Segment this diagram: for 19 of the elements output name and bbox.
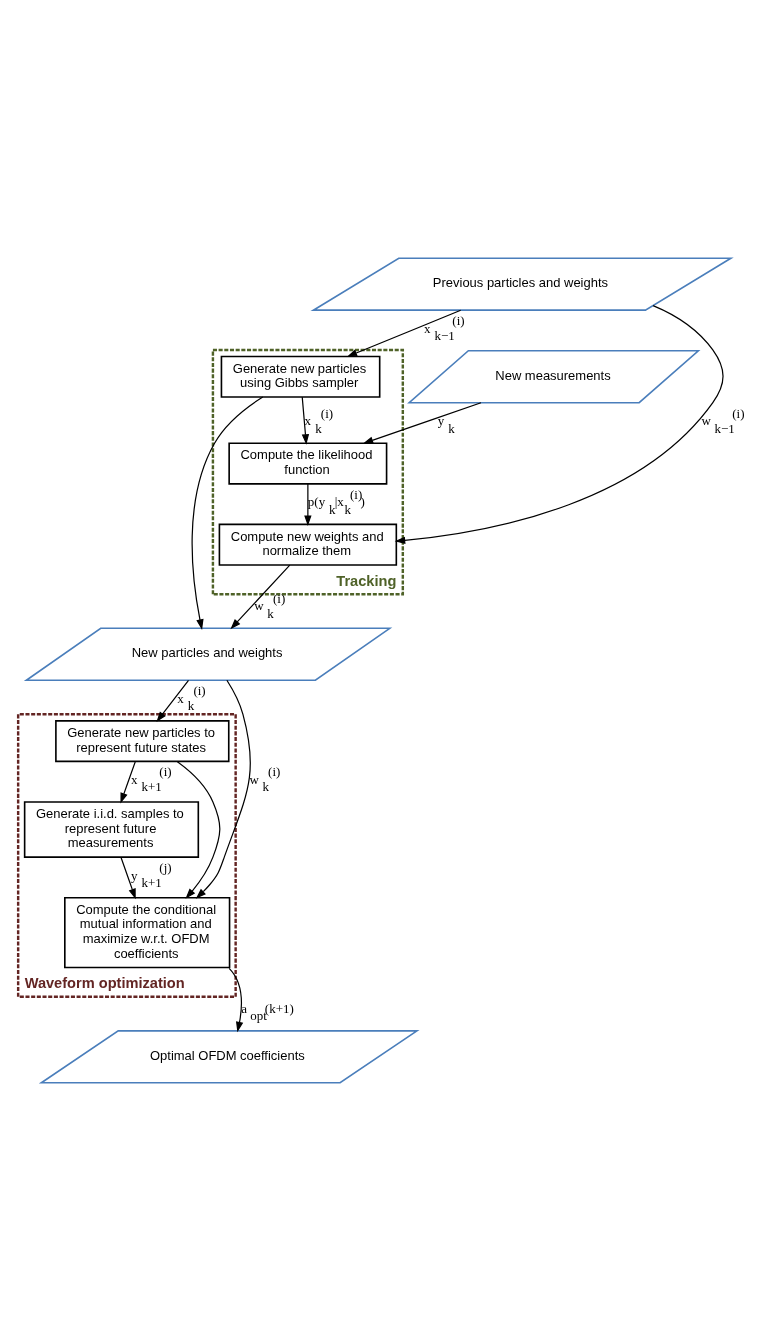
arrow <box>156 679 190 723</box>
arrow <box>394 305 724 545</box>
node-box: Generate new particles to represent future states <box>55 720 230 763</box>
node-box: Compute the conditional mutual information and maximize w.r.t. OFDM coefficients <box>64 896 231 969</box>
arrow <box>230 564 291 630</box>
node-box: Compute the likelihood function <box>228 442 388 485</box>
arrow <box>120 760 136 804</box>
arrow <box>120 856 136 900</box>
arrow <box>304 483 312 527</box>
arrow <box>346 309 462 357</box>
node-box: Generate i.i.d. samples to represent future measurements <box>23 801 200 858</box>
arrow <box>301 396 310 445</box>
arrow <box>195 679 251 899</box>
node-box: Compute new weights and normalize them <box>218 523 398 566</box>
arrow <box>362 402 482 444</box>
arrow <box>228 967 244 1033</box>
node-box: Generate new particles using Gibbs sampler <box>220 355 381 398</box>
arrow <box>191 396 264 630</box>
arrow <box>176 760 221 899</box>
